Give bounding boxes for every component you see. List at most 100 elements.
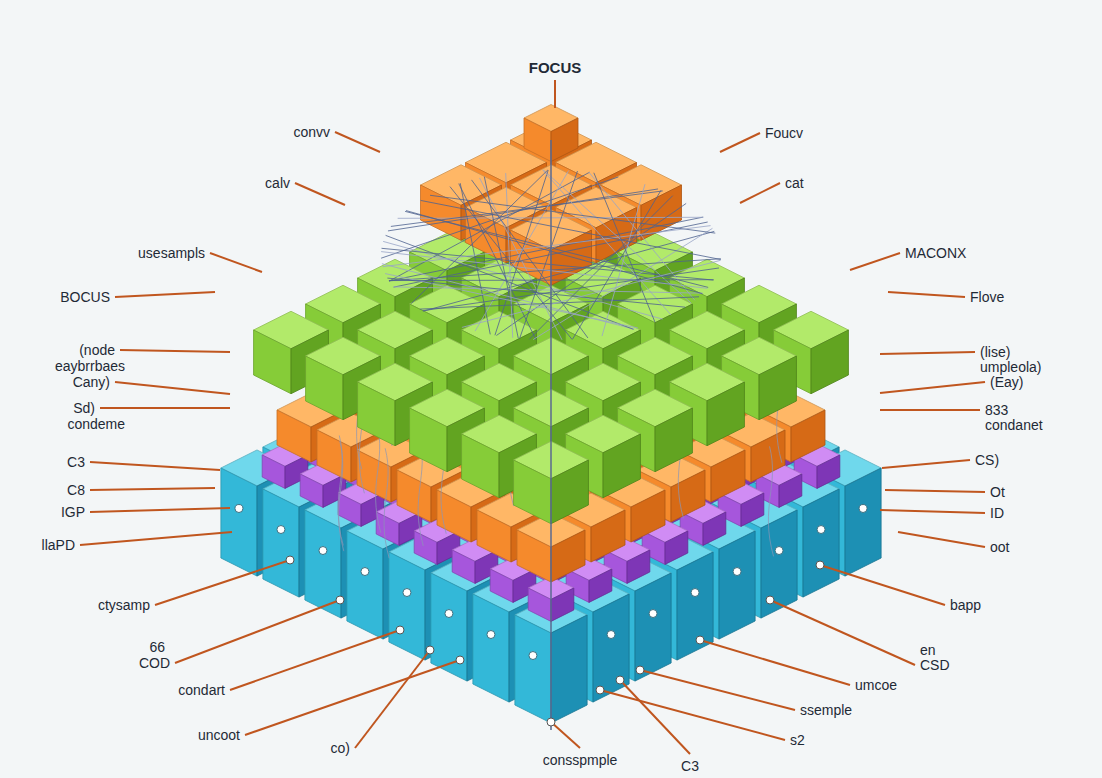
cube-face	[338, 493, 361, 526]
cube-face	[551, 118, 578, 162]
cube-face	[817, 455, 840, 488]
cube-face	[277, 410, 311, 462]
wire	[594, 173, 655, 322]
part-label: uncoot	[198, 727, 240, 743]
part-label: Cany)	[73, 374, 110, 390]
leader-line	[770, 600, 915, 665]
port-dot	[529, 652, 537, 660]
leader-line	[882, 460, 970, 468]
cube-face	[410, 408, 447, 472]
leader-line	[115, 382, 230, 394]
cube-face	[759, 356, 796, 420]
leader-line	[740, 183, 780, 203]
wire	[550, 140, 552, 730]
leader-end	[636, 666, 644, 674]
cube-face	[389, 552, 425, 660]
part-label: llaPD	[42, 537, 75, 553]
part-label: condart	[178, 682, 225, 698]
port-dot	[817, 526, 825, 534]
leader-line	[880, 382, 985, 393]
leader-line	[700, 640, 850, 685]
part-label: CS)	[975, 452, 999, 468]
port-dot	[361, 568, 369, 576]
part-label: COD	[139, 655, 170, 671]
leader-line	[898, 532, 985, 547]
leader-end	[547, 718, 555, 726]
part-label: IGP	[61, 504, 85, 520]
leader-line	[620, 680, 690, 754]
port-dot	[607, 631, 615, 639]
cube-face	[462, 434, 499, 498]
cube-face	[473, 594, 509, 702]
part-label: condanet	[985, 417, 1043, 433]
cube-face	[779, 474, 802, 507]
cube-face	[791, 410, 825, 462]
part-label: en	[920, 642, 936, 658]
leader-end	[286, 556, 294, 564]
cube-face	[711, 450, 745, 502]
part-label: eaybrrbaes	[55, 358, 125, 374]
wire	[506, 173, 513, 338]
wire	[496, 203, 686, 335]
cube-face	[254, 330, 291, 394]
cube-face	[589, 569, 612, 602]
leader-line	[175, 600, 340, 663]
part-label: Sd)	[73, 400, 95, 416]
part-label: C3	[67, 454, 85, 470]
wire	[420, 297, 699, 309]
part-label: umcoe	[855, 677, 897, 693]
cube-face	[221, 468, 257, 576]
wire	[768, 446, 773, 556]
part-label: convv	[293, 124, 330, 140]
part-label: Ot	[990, 484, 1005, 500]
leader-line	[355, 650, 430, 748]
cube-face	[627, 550, 650, 583]
wire	[430, 195, 715, 233]
part-label: usesampls	[138, 245, 205, 261]
leader-line	[90, 488, 215, 490]
leader-end	[596, 686, 604, 694]
leader-line	[120, 350, 230, 352]
part-label: (lise)	[980, 344, 1010, 360]
port-dot	[235, 505, 243, 513]
cube-face	[358, 382, 395, 446]
part-label: cat	[785, 175, 804, 191]
cube-face	[551, 615, 587, 723]
cube-face	[517, 530, 551, 582]
cube-face	[524, 118, 551, 162]
leader-line	[880, 409, 980, 411]
leader-line	[554, 80, 556, 108]
part-label: Flove	[970, 289, 1004, 305]
port-dot	[733, 568, 741, 576]
cube-face	[551, 460, 588, 524]
port-dot	[691, 589, 699, 597]
cube-face	[300, 474, 323, 507]
leader-line	[295, 183, 345, 205]
port-dot	[319, 547, 327, 555]
cube-face	[655, 408, 692, 472]
leader-line	[720, 133, 760, 152]
cube-face	[761, 510, 797, 618]
part-label: (Eay)	[990, 374, 1023, 390]
part-label: (node	[79, 342, 115, 358]
part-label: MACONX	[905, 245, 966, 261]
part-label: umpleola)	[980, 359, 1041, 375]
part-label: consspmple	[543, 752, 618, 768]
leader-line	[90, 508, 230, 512]
leader-line	[888, 292, 965, 297]
cube-face	[635, 573, 671, 681]
wire	[462, 260, 721, 327]
port-dot	[487, 631, 495, 639]
wire-mesh	[381, 140, 721, 730]
part-label: CSD	[920, 657, 950, 673]
cube-face	[551, 530, 585, 582]
part-label: condeme	[67, 416, 125, 432]
cube-face	[347, 531, 383, 639]
leader-line	[100, 407, 230, 409]
cube-face	[665, 531, 688, 564]
port-dot	[403, 589, 411, 597]
leader-line	[850, 253, 900, 270]
cube-face	[671, 470, 705, 522]
leader-line	[880, 352, 975, 354]
part-label: bapp	[950, 597, 981, 613]
